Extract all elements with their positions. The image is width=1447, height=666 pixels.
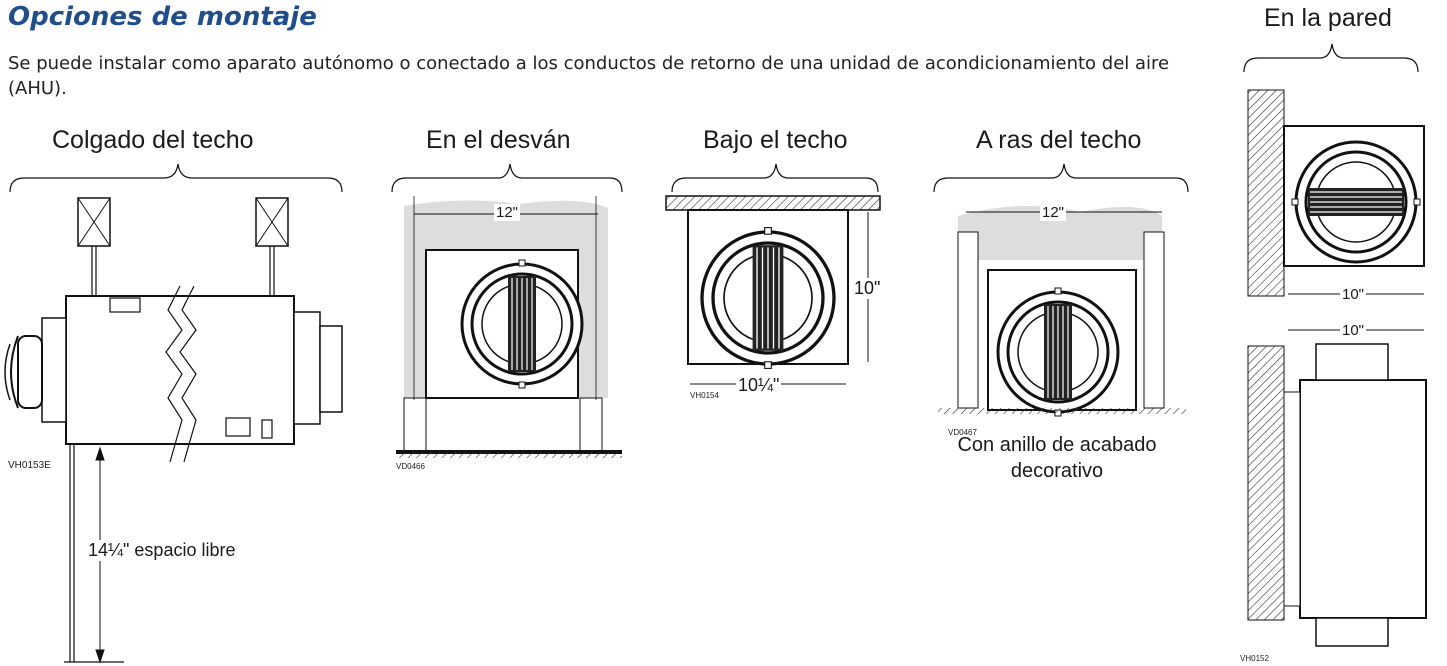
code-under-ceiling: VH0154 [690, 391, 719, 400]
label-wall: En la pared [1264, 4, 1392, 32]
brace-under-ceiling [671, 163, 879, 193]
intro-text: Se puede instalar como aparato autónomo … [8, 53, 1170, 99]
diagram-attic [396, 196, 622, 458]
width-under-ceiling: 10¼" [736, 375, 782, 396]
label-flush-ceiling: A ras del techo [976, 126, 1142, 154]
width-wall-bottom: 10" [1340, 322, 1367, 339]
width-wall-top: 10" [1340, 286, 1367, 303]
brace-flush-ceiling [933, 163, 1189, 193]
width-flush-ceiling: 12" [1040, 204, 1067, 221]
brace-attic [391, 163, 623, 193]
diagram-under-ceiling [665, 195, 881, 385]
brace-group [9, 43, 1419, 193]
flush-caption-line1: Con anillo de acabado [957, 434, 1157, 456]
code-wall: VH0152 [1240, 654, 1269, 663]
brace-ceiling-hung [9, 163, 343, 193]
clearance-label: 14¼" espacio libre [86, 540, 238, 561]
diagram-wall [1247, 89, 1427, 647]
page-title: Opciones de montaje [8, 2, 317, 32]
label-ceiling-hung: Colgado del techo [52, 126, 254, 154]
brace-wall [1243, 43, 1419, 73]
code-flush-ceiling: VD0467 [948, 428, 977, 437]
width-attic: 12" [494, 204, 521, 221]
diagram-flush-ceiling [938, 205, 1186, 418]
height-under-ceiling: 10" [852, 278, 883, 299]
code-ceiling-hung: VH0153E [8, 460, 51, 471]
flush-caption: Con anillo de acabado decorativo [942, 432, 1172, 484]
code-attic: VD0466 [396, 462, 425, 471]
label-attic: En el desván [426, 126, 571, 154]
flush-caption-line2: decorativo [1010, 460, 1104, 482]
label-under-ceiling: Bajo el techo [703, 126, 848, 154]
diagram-ceiling-hung [4, 197, 343, 664]
